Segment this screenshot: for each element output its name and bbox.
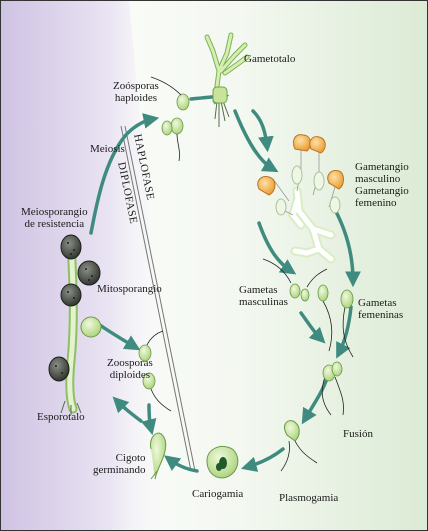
cariogamia-illustration: [206, 446, 239, 479]
arrow-to-gametangia: [233, 109, 279, 173]
cigoto-illustration: [150, 432, 167, 480]
arrow-to-fusion-male: [299, 311, 326, 344]
label-esporotalo: Esporotalo: [37, 411, 85, 423]
label-gametangio-masculino: Gametangio masculino: [355, 161, 409, 185]
arrow-gametotalo-right: [251, 109, 274, 153]
arrow-zoospore-to-cigoto: [141, 403, 157, 436]
label-meiosis: Meiosis: [90, 143, 125, 155]
label-gametangio-femenino: Gametangio femenino: [355, 185, 409, 209]
label-gametotalo: Gametotalo: [244, 53, 296, 65]
label-zoosporas-haploides: Zoósporas haploides: [113, 80, 159, 104]
gametotalo-illustration: [204, 32, 250, 127]
arrow-to-cariogamia: [240, 447, 285, 472]
arrow-to-esporotalo: [112, 396, 143, 423]
label-mitosporangio: Mitosporangio: [97, 283, 162, 295]
label-gametas-femeninas: Gametas femeninas: [358, 297, 404, 321]
gametes-illustration: [262, 258, 354, 416]
diploid-zoospores: [138, 330, 172, 412]
label-meiosporangio: Meiosporangio de resistencia: [21, 206, 88, 230]
arrow-to-cigoto: [163, 455, 199, 473]
label-plasmogamia: Plasmogamia: [279, 492, 339, 504]
label-cigoto-germinando: Cigoto germinando: [93, 452, 146, 476]
arrow-to-male-gametes: [257, 221, 297, 275]
label-zoosporas-diploides: Zoosporas diploides: [107, 357, 153, 381]
label-cariogamia: Cariogamia: [192, 488, 244, 500]
esporotalo-illustration: [48, 234, 102, 415]
haploid-zoospores: [150, 76, 190, 162]
arrow-to-fusion-female: [336, 305, 353, 359]
label-fusion: Fusión: [343, 428, 373, 440]
phase-divider: [120, 125, 196, 472]
arrow-meiosis: [89, 113, 160, 235]
label-gametas-masculinas: Gametas masculinas: [239, 284, 288, 308]
plasmogamia-illustration: [280, 420, 318, 472]
gametangia-illustration: [257, 134, 344, 264]
